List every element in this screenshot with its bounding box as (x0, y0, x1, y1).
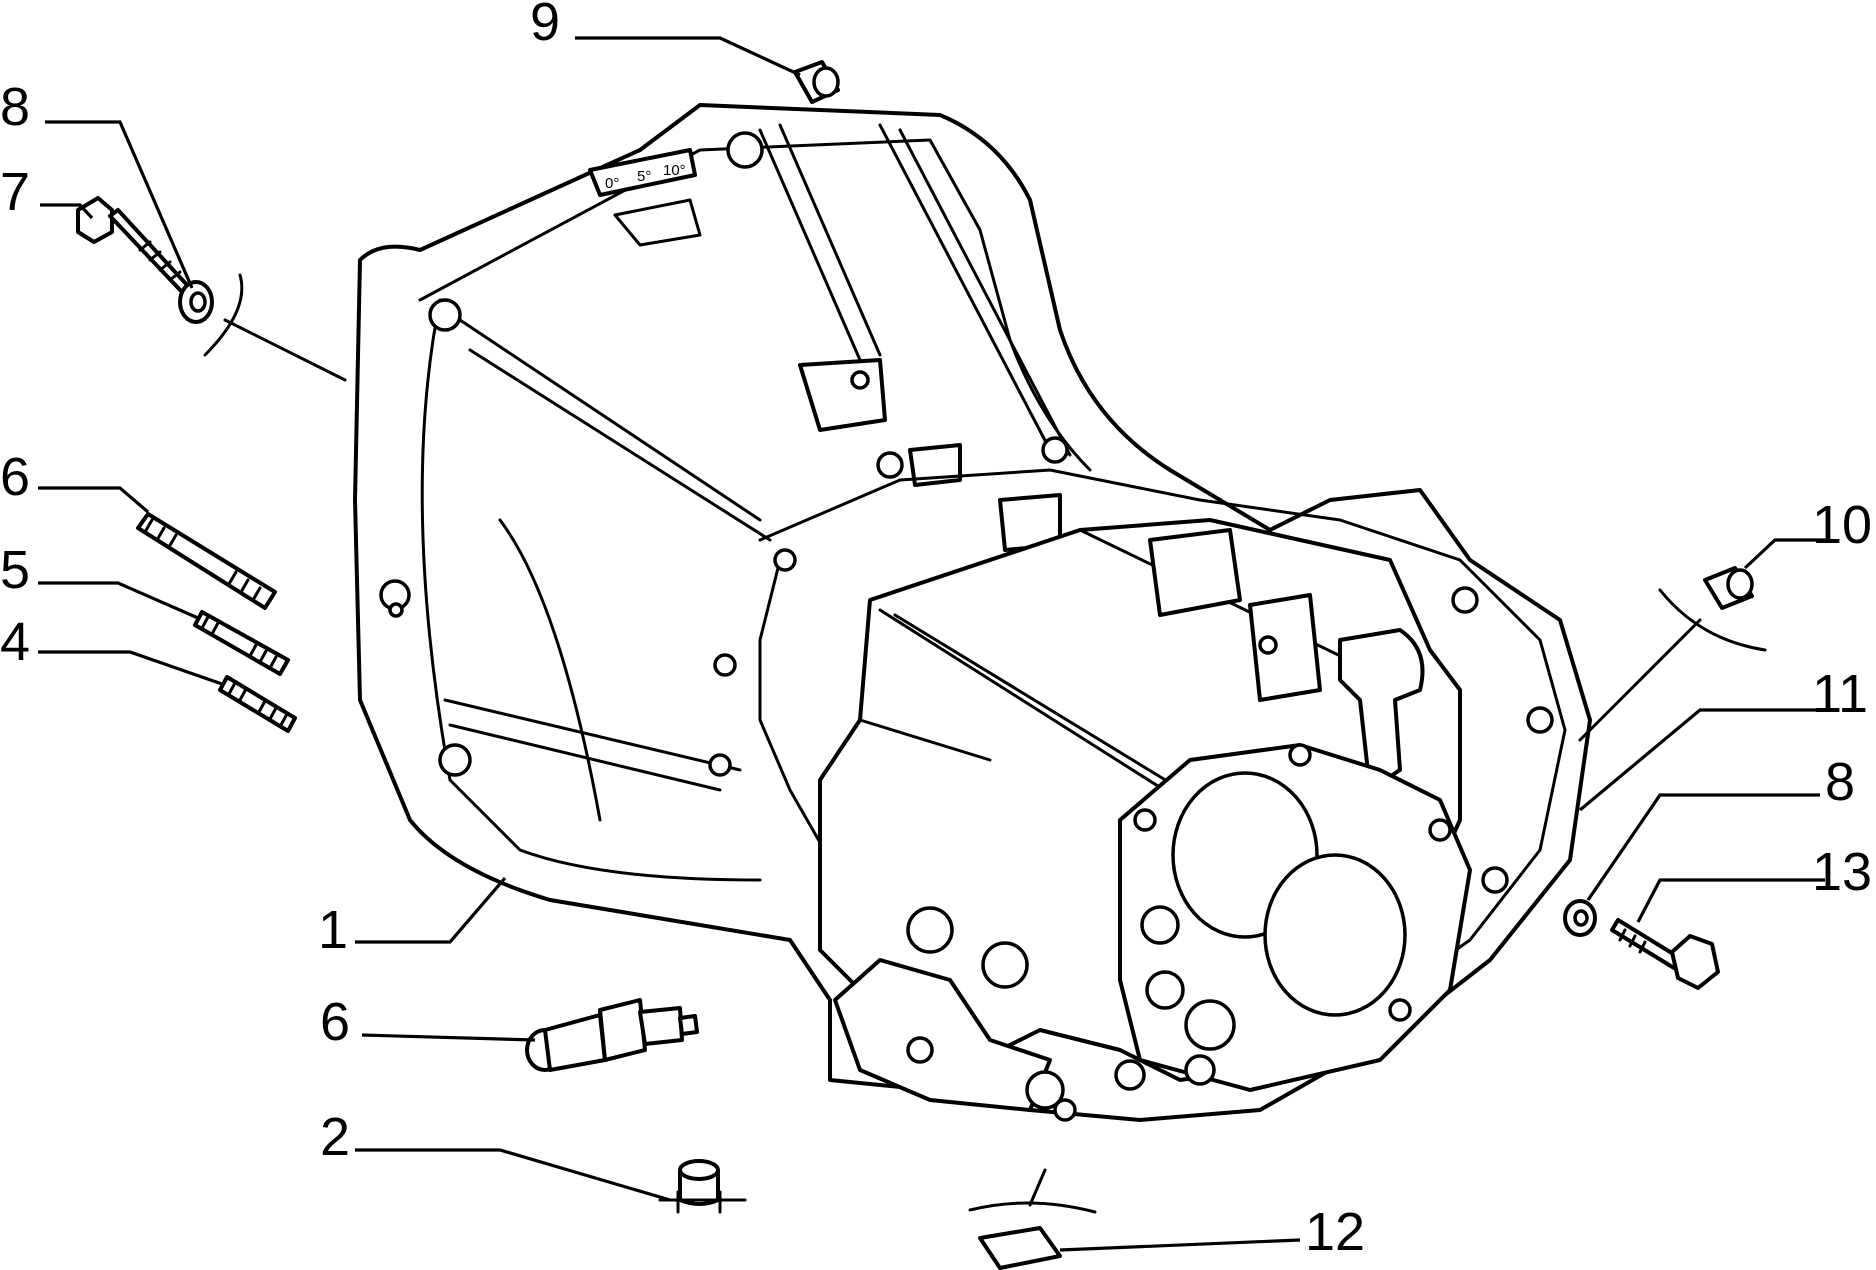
part-4-stud (193, 610, 290, 676)
callout-1: 1 (318, 900, 348, 960)
assembly-bracket-bottom (968, 1168, 1097, 1214)
callout-8-top: 8 (0, 77, 30, 137)
part-13-bolt (1610, 918, 1720, 990)
part-3-stud (218, 675, 297, 733)
callout-13: 13 (1812, 842, 1872, 902)
callout-9: 9 (530, 0, 560, 52)
part-8-washer-right (1563, 899, 1597, 937)
callout-8-right: 8 (1825, 752, 1855, 812)
part-8-washer-top (178, 280, 214, 324)
callout-5: 6 (0, 447, 30, 507)
assembly-bracket-right (1578, 588, 1767, 742)
callout-7: 7 (0, 162, 30, 222)
scale-label-5: 5° (637, 168, 651, 185)
callout-12: 12 (1305, 1202, 1365, 1262)
part-6-switch (525, 998, 699, 1072)
part-12-plate (978, 1226, 1062, 1270)
part-5-stud (136, 512, 277, 610)
assembly-bracket-left (203, 273, 347, 382)
leader-lines (38, 36, 1835, 1252)
callout-3: 4 (0, 612, 30, 672)
scale-label-0: 0° (605, 175, 619, 192)
callout-2: 2 (320, 1107, 350, 1167)
part-10-bush (1703, 566, 1754, 610)
callout-10: 10 (1812, 495, 1872, 555)
part-9-dowel-bush (793, 60, 840, 104)
transmission-housing: 0° 5° 10° (353, 103, 1592, 1122)
part-2-plug (658, 1159, 747, 1214)
callout-4: 5 (0, 540, 30, 600)
callout-11: 11 (1812, 664, 1868, 724)
callout-6: 6 (320, 992, 350, 1052)
part-7-bolt (76, 196, 190, 294)
scale-label-10: 10° (663, 162, 686, 179)
